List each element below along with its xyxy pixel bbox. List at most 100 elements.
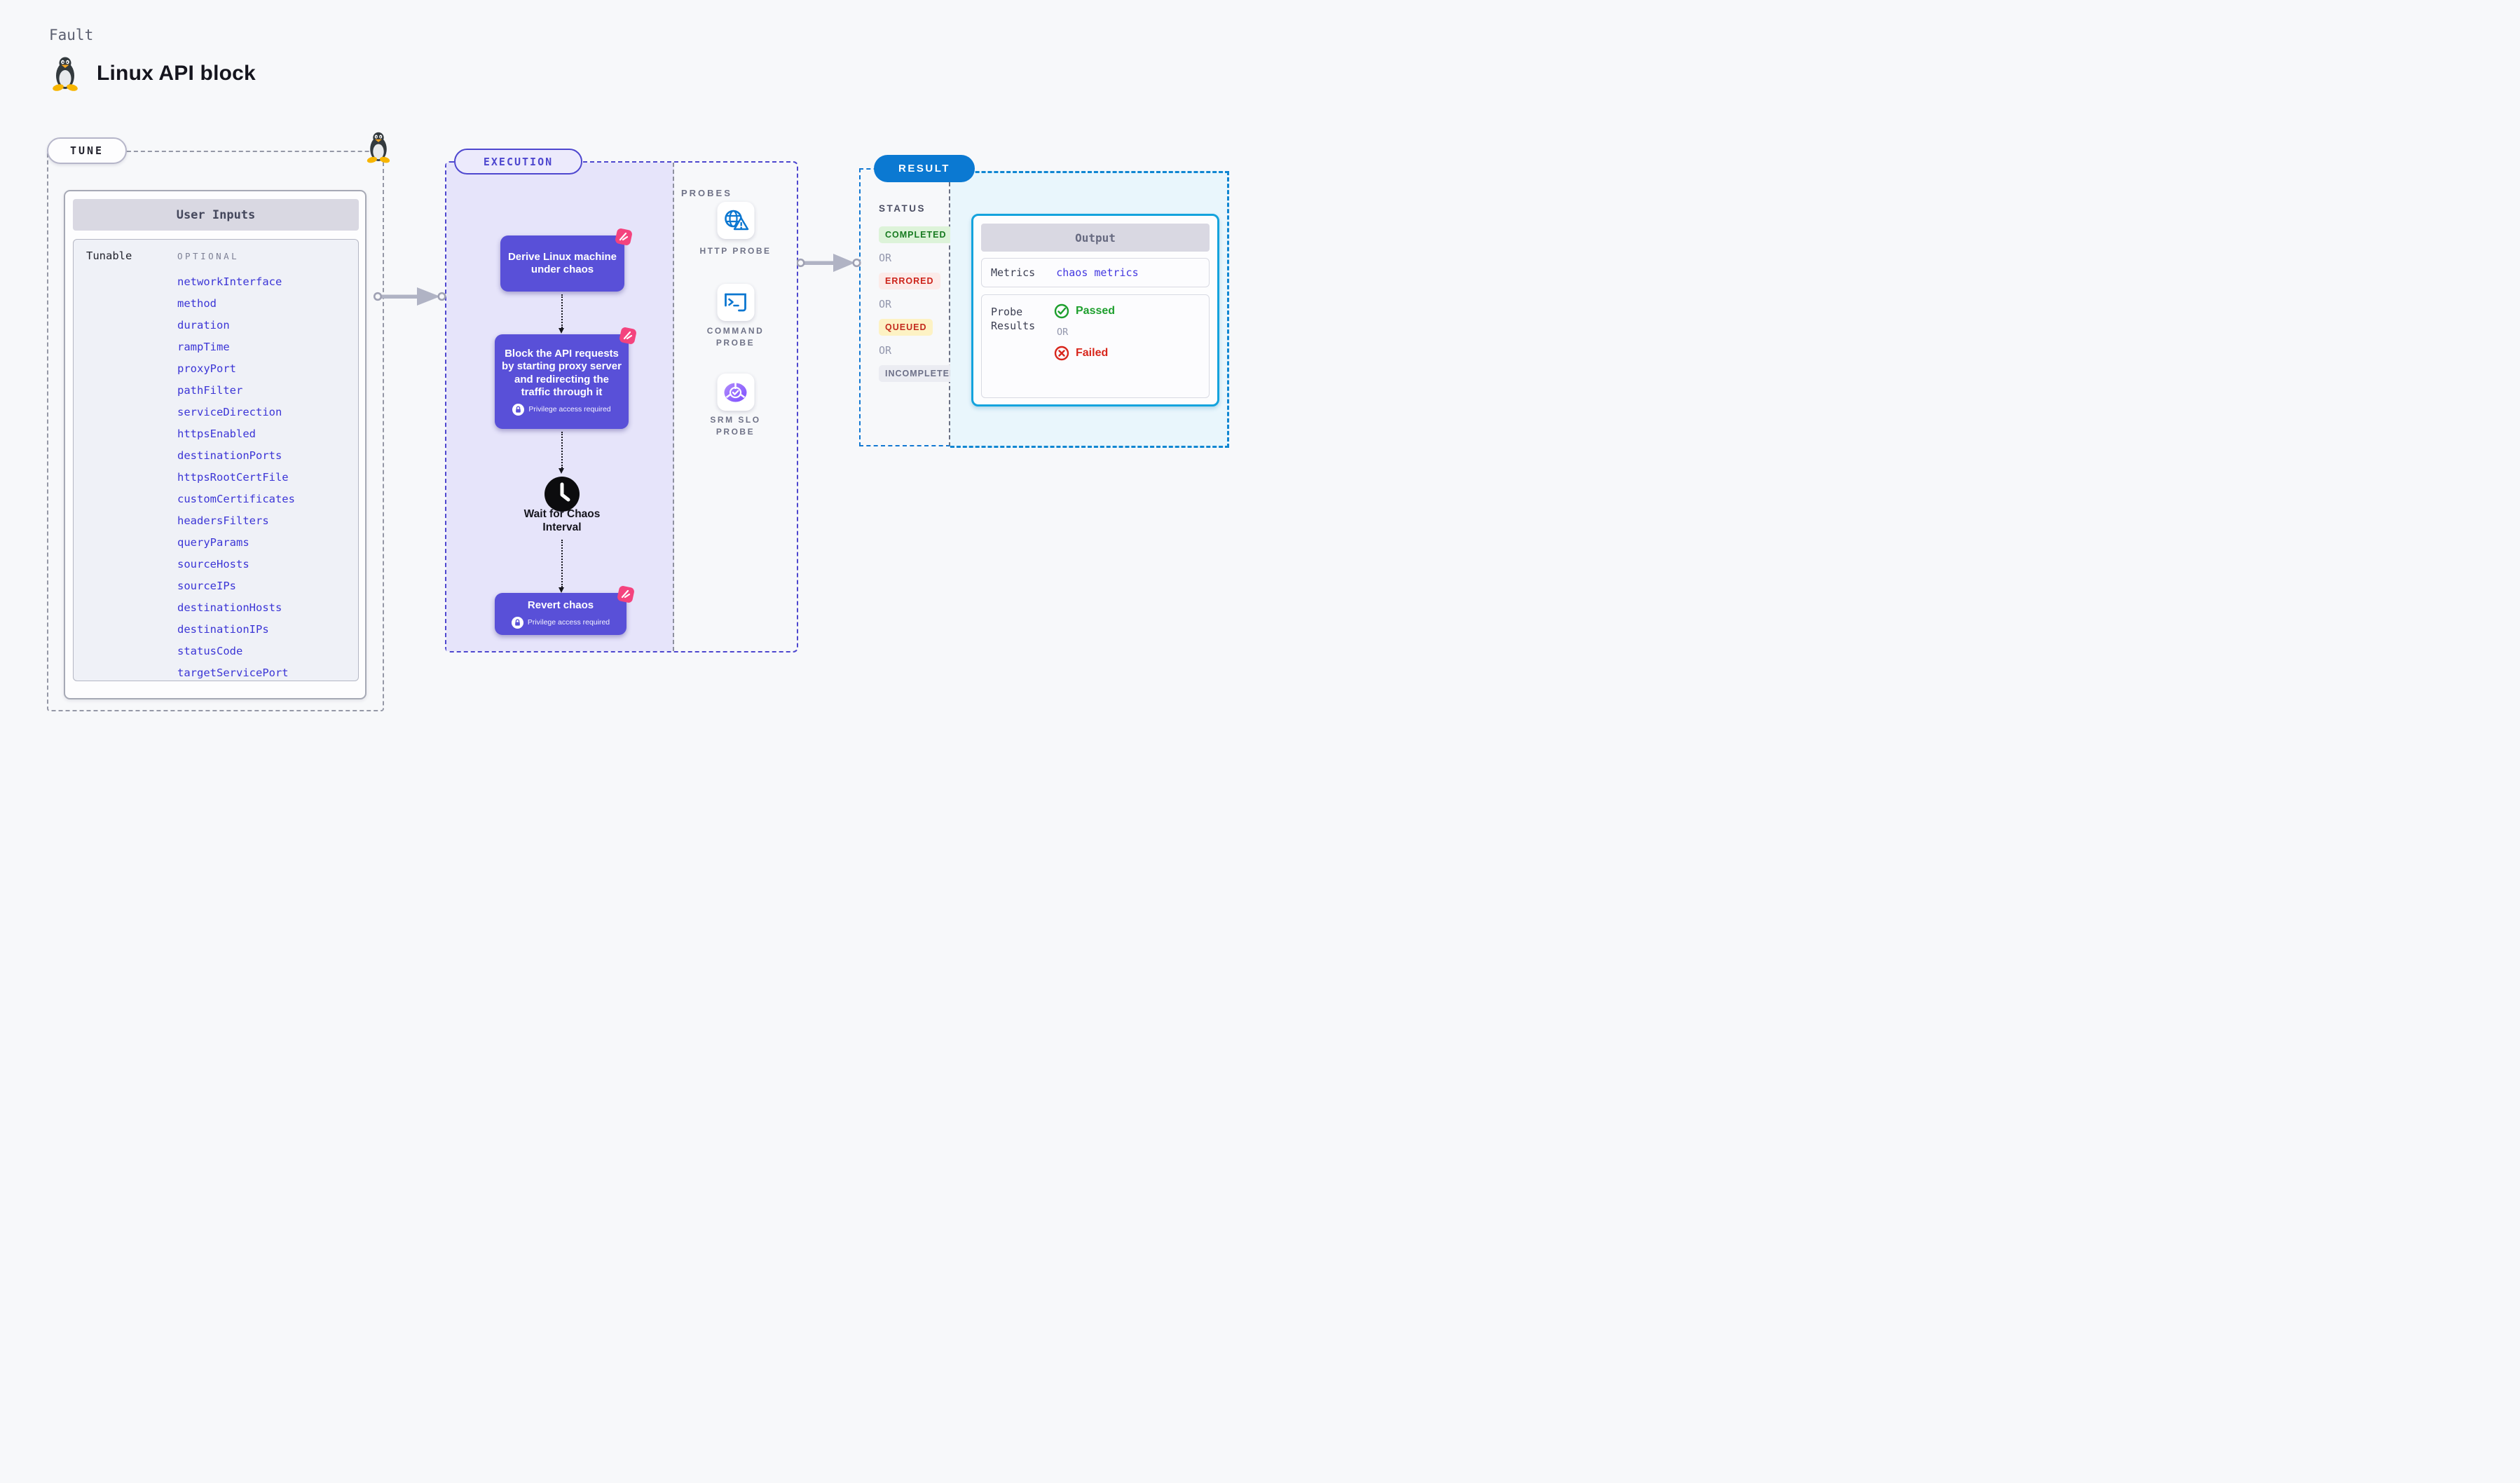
lock-icon: [512, 404, 525, 416]
globe-alert-icon: [725, 210, 749, 230]
flow-arrowhead-icon: [559, 328, 564, 334]
srm-slo-probe-card: [717, 374, 754, 411]
flow-arrowhead-icon: [559, 468, 564, 474]
step-block-text: Block the API requests by starting proxy…: [502, 347, 622, 398]
user-inputs-card: User Inputs Tunable OPTIONAL networkInte…: [64, 190, 367, 699]
user-inputs-title: User Inputs: [73, 199, 359, 231]
passed-label: Passed: [1076, 305, 1116, 317]
tunable-param: destinationHosts: [177, 601, 282, 614]
tunable-param: pathFilter: [177, 384, 243, 397]
tunable-param: queryParams: [177, 536, 249, 549]
execution-label: EXECUTION: [454, 149, 582, 175]
tune-section: [47, 151, 384, 711]
status-title: STATUS: [879, 203, 926, 214]
execution-section: Derive Linux machine under chaos Block t…: [445, 161, 798, 652]
tunable-param: targetServicePort: [177, 667, 289, 679]
flow-arrow-execution-to-result: [797, 254, 861, 272]
probes-title: PROBES: [681, 188, 732, 198]
page-title: Linux API block: [97, 62, 256, 85]
tunable-param: networkInterface: [177, 275, 282, 288]
or-separator: OR: [879, 298, 892, 310]
tunable-param: customCertificates: [177, 493, 295, 505]
privilege-note-text: Privilege access required: [527, 618, 610, 627]
or-separator: OR: [879, 252, 892, 264]
execution-flow-panel: Derive Linux machine under chaos Block t…: [446, 163, 674, 651]
http-probe-label: HTTP PROBE: [699, 246, 772, 256]
http-probe-card: [717, 202, 754, 239]
chaos-fault-icon: [619, 327, 636, 344]
chaos-fault-icon: [615, 228, 632, 245]
privilege-note-text: Privilege access required: [528, 405, 611, 414]
status-badge-queued: QUEUED: [879, 319, 933, 336]
probe-results-label: Probe Results: [991, 306, 1036, 333]
tunable-param: statusCode: [177, 645, 243, 657]
flow-arrow-tune-to-execution: [374, 287, 446, 306]
privilege-note: Privilege access required: [512, 404, 611, 416]
check-circle-icon: [1054, 303, 1069, 319]
params-column: OPTIONAL networkInterface method duration r…: [177, 248, 295, 684]
linux-tux-icon-small: [367, 132, 390, 163]
step-revert-text: Revert chaos: [527, 599, 594, 611]
tunable-param: rampTime: [177, 341, 230, 353]
probes-panel: PROBES HTTP PROBE: [674, 163, 797, 651]
metrics-label: Metrics: [991, 266, 1036, 279]
flow-arrowhead-icon: [559, 587, 564, 593]
terminal-icon: [725, 293, 746, 311]
chaos-fault-icon: [617, 586, 634, 603]
probe-result-passed: Passed: [1054, 303, 1115, 319]
output-title: Output: [981, 224, 1210, 252]
flow-connector: [561, 294, 563, 328]
title-row: Linux API block: [50, 56, 256, 91]
step-block-api: Block the API requests by starting proxy…: [495, 327, 636, 429]
status-badge-incompleted: INCOMPLETED: [879, 365, 963, 382]
probe-result-failed: Failed: [1054, 346, 1115, 361]
tunable-param: httpsEnabled: [177, 428, 256, 440]
tunable-list: Tunable OPTIONAL networkInterface method d…: [73, 239, 359, 681]
optional-column-label: OPTIONAL: [177, 251, 240, 261]
tunable-param: proxyPort: [177, 362, 236, 375]
privilege-note: Privilege access required: [511, 617, 610, 629]
probe-results-values: Passed OR Failed: [1054, 303, 1115, 361]
params-list: networkInterface method duration rampTime pr…: [177, 271, 295, 684]
lock-icon: [511, 617, 523, 629]
failed-label: Failed: [1076, 347, 1109, 359]
result-output-section: Output Metrics chaos metrics Probe Resul…: [950, 171, 1229, 448]
step-revert-chaos: Revert chaos Privilege access required: [495, 586, 634, 635]
tunable-param: headersFilters: [177, 514, 269, 527]
step-derive-text: Derive Linux machine under chaos: [507, 250, 617, 275]
status-badge-completed: COMPLETED: [879, 226, 953, 243]
tunable-param: destinationIPs: [177, 623, 269, 636]
step-derive-machine: Derive Linux machine under chaos: [500, 228, 632, 292]
probe-results-row: Probe Results Passed OR: [981, 294, 1210, 398]
flow-connector: [561, 540, 563, 587]
status-badge-errored: ERRORED: [879, 273, 940, 289]
clock-icon: [545, 477, 580, 512]
metrics-value: chaos metrics: [1056, 266, 1139, 279]
fault-eyebrow: Fault: [49, 27, 94, 43]
status-list: STATUS COMPLETED OR ERRORED OR QUEUED OR…: [879, 203, 963, 382]
srm-slo-probe-label: SRM SLO PROBE: [710, 415, 761, 437]
result-label: RESULT: [874, 155, 975, 182]
tunable-param: duration: [177, 319, 230, 332]
tunable-param: httpsRootCertFile: [177, 471, 289, 484]
or-separator: OR: [1057, 327, 1069, 338]
slo-gauge-icon: [724, 383, 747, 402]
tunable-param: method: [177, 297, 217, 310]
output-card: Output Metrics chaos metrics Probe Resul…: [971, 214, 1219, 406]
command-probe-card: [717, 284, 754, 321]
wait-step-label: Wait for Chaos Interval: [523, 508, 601, 534]
tunable-param: destinationPorts: [177, 449, 282, 462]
result-status-section: STATUS COMPLETED OR ERRORED OR QUEUED OR…: [859, 168, 963, 446]
flow-connector: [561, 432, 563, 468]
tunable-param: sourceIPs: [177, 580, 236, 592]
tunable-row-label: Tunable: [86, 250, 132, 262]
tune-label: TUNE: [47, 137, 127, 164]
diagram-canvas: Fault Linux API block TUNE User Inputs T…: [0, 0, 1260, 742]
x-circle-icon: [1054, 346, 1069, 361]
wait-step: [544, 476, 580, 516]
tunable-param: serviceDirection: [177, 406, 282, 418]
command-probe-label: COMMAND PROBE: [706, 326, 765, 348]
tunable-param: sourceHosts: [177, 558, 249, 570]
metrics-row: Metrics chaos metrics: [981, 258, 1210, 287]
or-separator: OR: [879, 344, 892, 357]
